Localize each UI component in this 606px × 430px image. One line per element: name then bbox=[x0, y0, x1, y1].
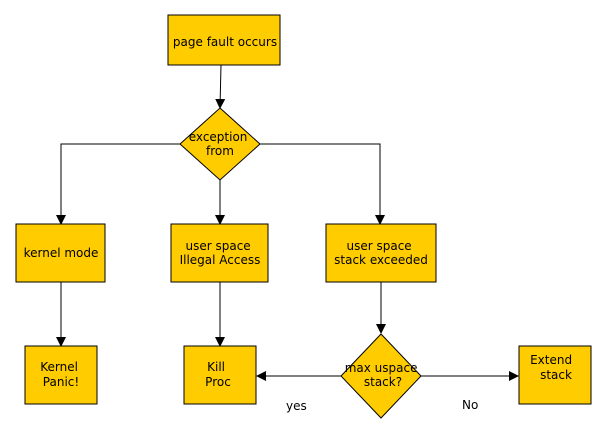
edge-exception-to-kernelmode bbox=[56, 143, 180, 225]
edge-label-yes: yes bbox=[286, 399, 307, 413]
node-user-illegal: user space Illegal Access bbox=[170, 223, 269, 283]
node-exception-from-line-1: exception bbox=[189, 130, 248, 144]
node-user-stack-line-2: stack exceeded bbox=[334, 253, 428, 267]
node-user-stack-line-1: user space bbox=[346, 239, 411, 253]
node-kernel-mode-box bbox=[15, 223, 106, 283]
node-kill-proc-line-2: Proc bbox=[205, 375, 231, 389]
node-exception-from: exception from bbox=[179, 107, 261, 181]
node-page-fault-line-1: page fault occurs bbox=[173, 35, 277, 49]
node-kernel-panic-line-2: Panic! bbox=[43, 375, 79, 389]
edge-pagefault-to-exception bbox=[215, 64, 226, 109]
node-kernel-mode: kernel mode bbox=[15, 223, 106, 283]
node-exception-from-line-2: from bbox=[206, 144, 234, 158]
node-kill-proc: Kill Proc bbox=[183, 345, 257, 405]
node-page-fault: page fault occurs bbox=[167, 14, 281, 66]
node-user-stack: user space stack exceeded bbox=[325, 223, 437, 283]
node-extend-stack-line-2: stack bbox=[540, 368, 572, 382]
node-exception-from-diamond bbox=[179, 107, 261, 181]
node-kill-proc-line-1: Kill bbox=[207, 360, 225, 374]
node-kernel-panic-box bbox=[24, 345, 98, 405]
node-max-uspace-line-1: max uspace bbox=[345, 361, 418, 375]
svg-text:Kernel Panic!: Kernel Panic! bbox=[40, 360, 82, 389]
svg-text:kernel mode: kernel mode bbox=[24, 246, 99, 260]
svg-text:max uspace stack?: max uspace stack? bbox=[345, 361, 422, 389]
svg-text:user space Illegal Acces: user space Illegal Access bbox=[180, 239, 261, 267]
node-user-illegal-line-2: Illegal Access bbox=[180, 253, 261, 267]
node-user-illegal-line-1: user space bbox=[185, 239, 250, 253]
edge-label-no: No bbox=[462, 398, 478, 412]
node-max-uspace-diamond bbox=[340, 333, 422, 419]
node-kill-proc-box bbox=[183, 345, 257, 405]
node-kernel-panic: Kernel Panic! bbox=[24, 345, 98, 405]
node-max-uspace: max uspace stack? bbox=[340, 333, 422, 419]
svg-text:Kill Proc: Kill Proc bbox=[205, 360, 231, 389]
node-page-fault-box bbox=[167, 14, 281, 66]
node-kernel-panic-line-1: Kernel bbox=[40, 360, 78, 374]
edges bbox=[56, 64, 519, 381]
node-extend-stack-box bbox=[518, 345, 592, 405]
edge-exception-to-userstack bbox=[260, 143, 385, 225]
node-user-illegal-box bbox=[170, 223, 269, 283]
svg-text:user space stack exceede: user space stack exceeded bbox=[334, 239, 428, 267]
svg-text:page fault occurs: page fault occurs bbox=[173, 35, 277, 49]
svg-text:exception from: exception from bbox=[189, 130, 251, 158]
svg-text:Extend stack: Extend stack bbox=[530, 353, 576, 382]
node-extend-stack: Extend stack bbox=[518, 345, 592, 405]
node-kernel-mode-line-1: kernel mode bbox=[24, 246, 99, 260]
node-max-uspace-line-2: stack? bbox=[364, 375, 402, 389]
node-user-stack-box bbox=[325, 223, 437, 283]
node-extend-stack-line-1: Extend bbox=[530, 353, 572, 367]
